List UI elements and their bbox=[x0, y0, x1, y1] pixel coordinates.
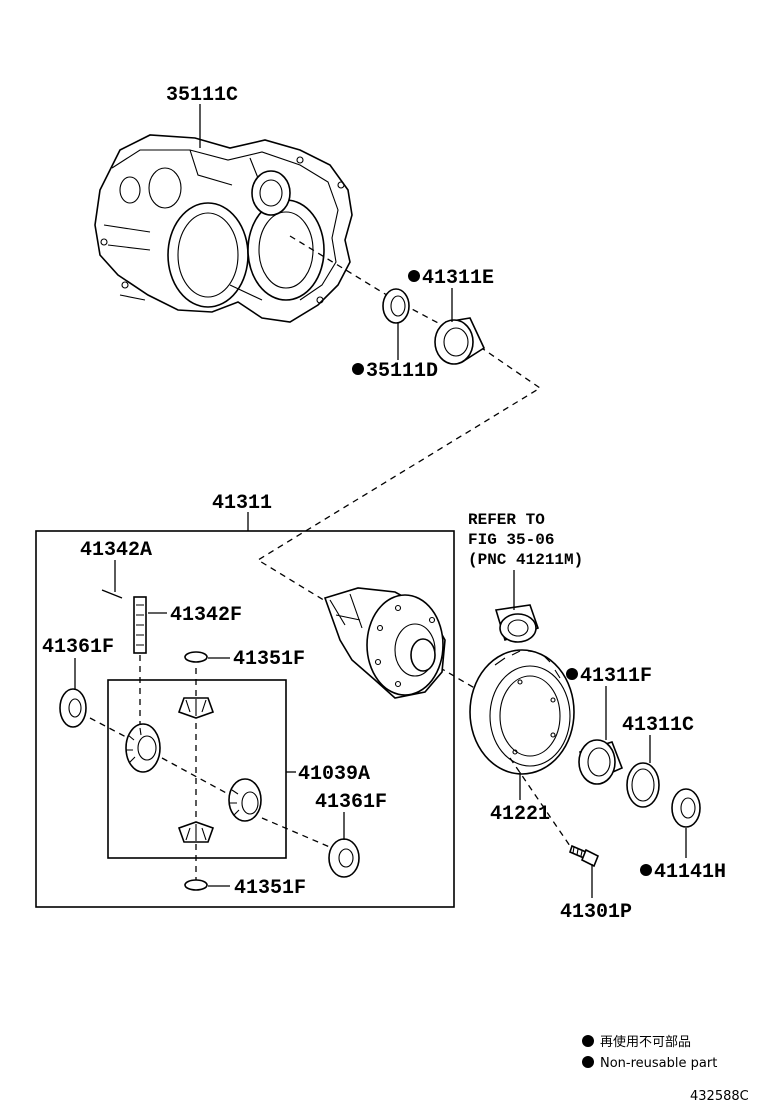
pinion-gear-bottom[interactable] bbox=[177, 821, 215, 843]
label-41311C[interactable]: 41311C bbox=[622, 714, 694, 737]
legend-en: Non-reusable part bbox=[600, 1056, 717, 1071]
dashed-assembly-line-1 bbox=[256, 235, 542, 611]
legend-jp: 再使用不可部品 bbox=[600, 1034, 691, 1050]
washer-41351F-bottom[interactable] bbox=[184, 879, 208, 891]
label-41311[interactable]: 41311 bbox=[212, 492, 272, 515]
label-35111C[interactable]: 35111C bbox=[166, 84, 238, 107]
bolt-41301P[interactable] bbox=[569, 844, 600, 868]
transaxle-housing[interactable] bbox=[94, 134, 353, 323]
side-gear-left[interactable] bbox=[125, 723, 161, 773]
label-41311F[interactable]: 41311F bbox=[580, 665, 652, 688]
non-reusable-marker-35111D bbox=[352, 363, 364, 375]
oil-seal-35111D[interactable] bbox=[382, 288, 410, 324]
label-41342F[interactable]: 41342F bbox=[170, 604, 242, 627]
figure-number: 432588C bbox=[690, 1089, 749, 1104]
label-41351F-bottom[interactable]: 41351F bbox=[234, 877, 306, 900]
oil-seal-41141H[interactable] bbox=[671, 788, 701, 828]
bearing-ref-41211M[interactable] bbox=[494, 604, 540, 643]
legend-marker-en bbox=[582, 1056, 594, 1068]
non-reusable-marker-41311F bbox=[566, 668, 578, 680]
refer-note-line1: REFER TO bbox=[468, 511, 545, 529]
bearing-41311E[interactable] bbox=[434, 317, 486, 365]
washer-41351F-top[interactable] bbox=[184, 651, 208, 663]
side-gear-axis-dash bbox=[89, 717, 333, 849]
side-gear-right[interactable] bbox=[228, 778, 262, 822]
legend-marker-jp bbox=[582, 1035, 594, 1047]
refer-note-line2: FIG 35-06 bbox=[468, 531, 554, 549]
leader-lines bbox=[74, 104, 687, 898]
sub-assembly-box-41039A bbox=[107, 679, 287, 859]
label-41311E[interactable]: 41311E bbox=[422, 267, 494, 290]
label-41351F-top[interactable]: 41351F bbox=[233, 648, 305, 671]
label-41039A[interactable]: 41039A bbox=[298, 763, 370, 786]
bolt-axis-dash bbox=[509, 757, 571, 847]
label-41342A[interactable]: 41342A bbox=[80, 539, 152, 562]
label-41221[interactable]: 41221 bbox=[490, 803, 550, 826]
non-reusable-marker-41311E bbox=[408, 270, 420, 282]
thrust-washer-41361F-left[interactable] bbox=[59, 688, 87, 728]
thrust-washer-41361F-right[interactable] bbox=[328, 838, 360, 878]
shaft-41342F[interactable] bbox=[133, 596, 147, 654]
assembly-box-41311 bbox=[35, 530, 455, 908]
ring-gear-41221[interactable] bbox=[469, 649, 575, 775]
label-41361F-left[interactable]: 41361F bbox=[42, 636, 114, 659]
label-41361F-right[interactable]: 41361F bbox=[315, 791, 387, 814]
label-41301P[interactable]: 41301P bbox=[560, 901, 632, 924]
label-35111D[interactable]: 35111D bbox=[366, 360, 438, 383]
differential-case[interactable] bbox=[323, 587, 446, 699]
bearing-41311F[interactable] bbox=[578, 739, 624, 785]
pinion-gear-top[interactable] bbox=[177, 697, 215, 719]
label-41141H[interactable]: 41141H bbox=[654, 861, 726, 884]
pin-41342A[interactable] bbox=[101, 589, 123, 599]
refer-note-line3: (PNC 41211M) bbox=[468, 551, 583, 569]
non-reusable-marker-41141H bbox=[640, 864, 652, 876]
shim-41311C[interactable] bbox=[626, 762, 660, 808]
